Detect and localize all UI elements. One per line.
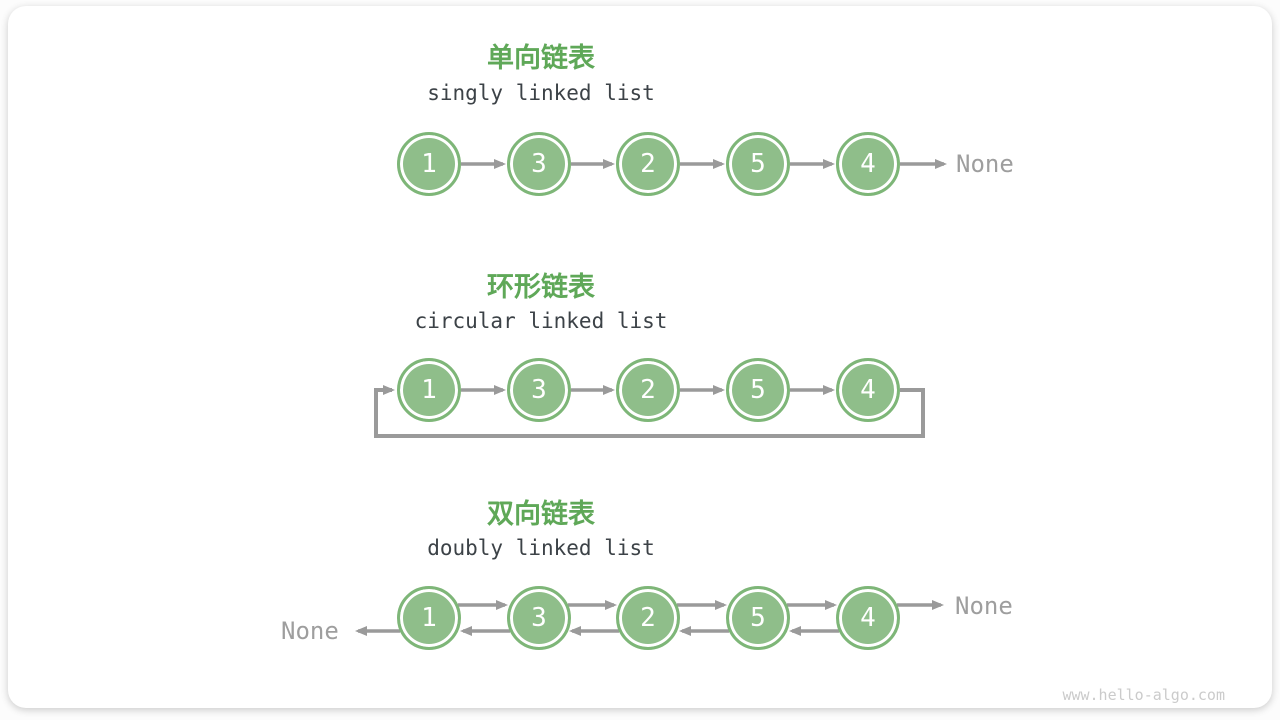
singly-title-zh: 单向链表 xyxy=(487,43,595,73)
singly-node-4: 4 xyxy=(836,132,900,196)
circular-title-en: circular linked list xyxy=(414,309,668,333)
doubly-arrows xyxy=(355,600,944,636)
doubly-node-4: 4 xyxy=(836,586,900,650)
doubly-node-1: 3 xyxy=(507,586,571,650)
doubly-head-none-label: None xyxy=(281,617,339,645)
singly-node-1: 3 xyxy=(507,132,571,196)
circular-node-2: 2 xyxy=(616,358,680,422)
singly-title-en: singly linked list xyxy=(427,81,655,105)
doubly-node-0: 1 xyxy=(397,586,461,650)
circular-node-1: 3 xyxy=(507,358,571,422)
diagram-card: 单向链表 singly linked list 1 3 2 5 4 None 环… xyxy=(8,6,1272,708)
watermark: www.hello-algo.com xyxy=(1062,686,1225,704)
singly-node-0: 1 xyxy=(397,132,461,196)
arrow-layer xyxy=(355,159,947,636)
singly-tail-none-label: None xyxy=(956,150,1014,178)
doubly-tail-none-label: None xyxy=(955,592,1013,620)
doubly-title-en: doubly linked list xyxy=(427,536,655,560)
circular-node-0: 1 xyxy=(397,358,461,422)
doubly-node-3: 5 xyxy=(726,586,790,650)
circular-node-4: 4 xyxy=(836,358,900,422)
singly-node-3: 5 xyxy=(726,132,790,196)
circular-arrows xyxy=(374,385,925,438)
singly-node-2: 2 xyxy=(616,132,680,196)
doubly-title-zh: 双向链表 xyxy=(487,499,595,529)
circular-node-3: 5 xyxy=(726,358,790,422)
circular-title-zh: 环形链表 xyxy=(487,272,595,302)
doubly-node-2: 2 xyxy=(616,586,680,650)
